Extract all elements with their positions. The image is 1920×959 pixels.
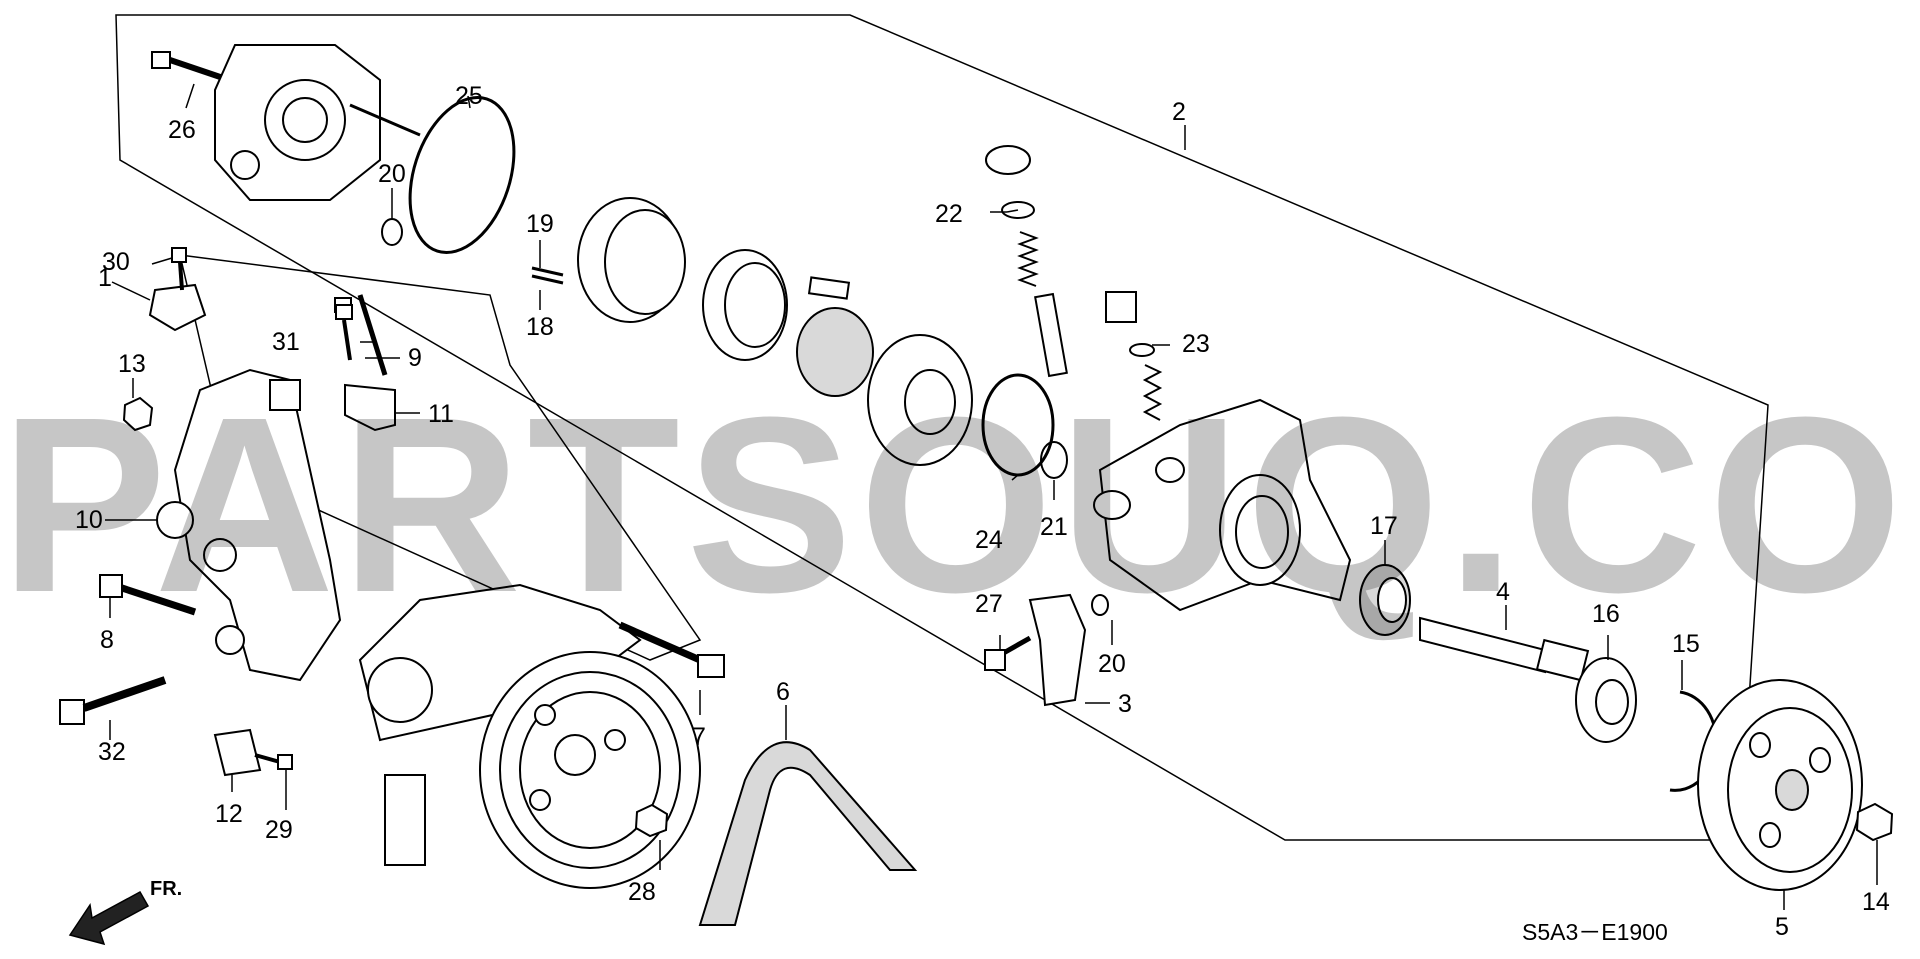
bolt-32 bbox=[59, 676, 167, 725]
pump-body bbox=[1093, 398, 1352, 612]
callout-18: 18 bbox=[526, 313, 554, 341]
o-ring-24 bbox=[981, 373, 1055, 477]
callout-2: 2 bbox=[1172, 98, 1186, 126]
nut-14 bbox=[1855, 802, 1894, 842]
adjust-plate-11 bbox=[344, 383, 396, 432]
callout-30: 30 bbox=[102, 248, 130, 276]
nut-13 bbox=[122, 396, 154, 432]
flow-control-valve bbox=[985, 145, 1068, 378]
callout-8: 8 bbox=[100, 626, 114, 654]
callout-16: 16 bbox=[1592, 600, 1620, 628]
o-ring-20-lower bbox=[1091, 594, 1109, 616]
front-direction-arrow-icon bbox=[68, 890, 150, 946]
pump-cover bbox=[214, 44, 421, 201]
callout-5: 5 bbox=[1775, 913, 1789, 941]
callout-25: 25 bbox=[455, 82, 483, 110]
callout-13: 13 bbox=[118, 350, 146, 378]
power-steering-pump-assembly bbox=[358, 583, 701, 889]
callout-9: 9 bbox=[408, 344, 422, 372]
nut-28 bbox=[634, 803, 669, 838]
bolt-7 bbox=[618, 621, 725, 678]
callout-12: 12 bbox=[215, 800, 243, 828]
bearing-16 bbox=[1575, 657, 1637, 743]
leader-lines bbox=[105, 83, 1878, 910]
callout-26: 26 bbox=[168, 116, 196, 144]
cam-ring bbox=[577, 197, 686, 323]
callout-19: 19 bbox=[526, 210, 554, 238]
callout-28: 28 bbox=[628, 878, 656, 906]
callout-4: 4 bbox=[1496, 578, 1510, 606]
callout-27: 27 bbox=[975, 590, 1003, 618]
callout-22: 22 bbox=[935, 200, 963, 228]
callout-7: 7 bbox=[692, 723, 706, 751]
callout-31: 31 bbox=[272, 328, 300, 356]
callout-17: 17 bbox=[1370, 512, 1398, 540]
pump-shaft-4 bbox=[1419, 616, 1590, 682]
callout-32: 32 bbox=[98, 738, 126, 766]
direction-label: FR. bbox=[150, 878, 182, 900]
pulley-5 bbox=[1697, 679, 1863, 891]
callout-6: 6 bbox=[776, 678, 790, 706]
bolt-8 bbox=[99, 574, 197, 616]
callouts: 1 2 3 4 5 6 7 8 9 10 11 12 13 14 15 16 1… bbox=[75, 82, 1890, 941]
callout-20-upper: 20 bbox=[378, 160, 406, 188]
rotor-ring bbox=[702, 249, 788, 361]
pins-18-19 bbox=[531, 266, 564, 285]
bolt-31 bbox=[335, 304, 353, 361]
front-direction-indicator: FR. bbox=[68, 878, 182, 946]
o-ring-25 bbox=[408, 95, 516, 255]
bolt-27 bbox=[984, 635, 1032, 671]
vane bbox=[807, 276, 851, 300]
drive-belt-6 bbox=[698, 741, 918, 926]
o-ring-21 bbox=[1040, 441, 1068, 479]
callout-15: 15 bbox=[1672, 630, 1700, 658]
outlet-fitting-3 bbox=[1028, 593, 1087, 707]
callout-3: 3 bbox=[1118, 690, 1132, 718]
bolt-29 bbox=[254, 753, 293, 770]
bolt-30 bbox=[171, 247, 187, 291]
callout-14: 14 bbox=[1862, 888, 1890, 916]
relief-valve bbox=[1105, 291, 1163, 421]
oil-seal-17 bbox=[1359, 564, 1411, 636]
clip-1 bbox=[148, 283, 207, 332]
pressure-plate bbox=[867, 334, 973, 466]
rotor bbox=[796, 307, 874, 397]
pump-bracket bbox=[156, 368, 342, 682]
diagram-code: S5A3－E1900 bbox=[1522, 919, 1668, 945]
stay-12 bbox=[213, 728, 262, 777]
o-ring-20-upper bbox=[381, 218, 403, 246]
callout-20-lower: 20 bbox=[1098, 650, 1126, 678]
callout-24: 24 bbox=[975, 526, 1003, 554]
callout-10: 10 bbox=[75, 506, 103, 534]
callout-29: 29 bbox=[265, 816, 293, 844]
callout-11: 11 bbox=[428, 400, 454, 428]
callout-23: 23 bbox=[1182, 330, 1210, 358]
callout-1: 1 bbox=[98, 264, 112, 292]
callout-21: 21 bbox=[1040, 513, 1068, 541]
